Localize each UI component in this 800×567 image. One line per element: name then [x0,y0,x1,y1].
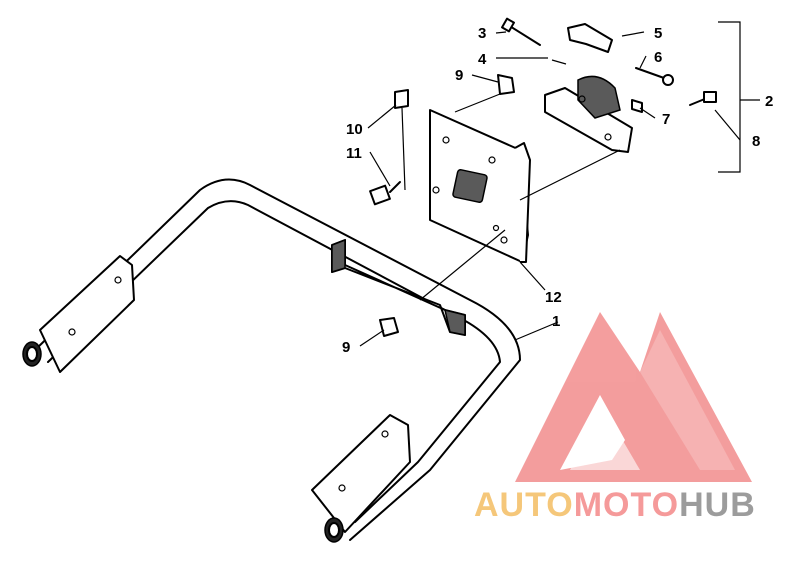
hitch-assembly [544,23,633,153]
callout-12: 12 [545,289,562,306]
watermark-auto: AUTO [474,486,574,524]
callout-6: 6 [654,49,662,66]
bar-assembly-part-1 [22,178,521,543]
callout-3: 3 [478,25,486,42]
callout-8: 8 [752,133,760,150]
watermark-moto: MOTO [574,486,679,524]
watermark-hub: HUB [679,486,756,524]
mounting-plate-part-12 [429,109,531,263]
callout-7: 7 [662,111,670,128]
callout-labels: 3 4 5 6 7 2 8 9 10 11 12 1 9 [342,25,773,356]
callout-2: 2 [765,93,773,110]
leader-lines [359,21,760,347]
watermark-text: AUTOMOTOHUB [474,486,756,524]
callout-5: 5 [654,25,662,42]
callout-9-bottom: 9 [342,339,350,356]
callout-11: 11 [346,145,362,162]
callout-10: 10 [346,121,363,138]
fasteners [369,17,717,337]
watermark-logo [515,312,752,482]
callout-9-top: 9 [455,67,463,84]
callout-4: 4 [478,51,487,68]
callout-1: 1 [552,313,560,330]
svg-text:AUTOMOTOHUB: AUTOMOTOHUB [474,486,756,524]
